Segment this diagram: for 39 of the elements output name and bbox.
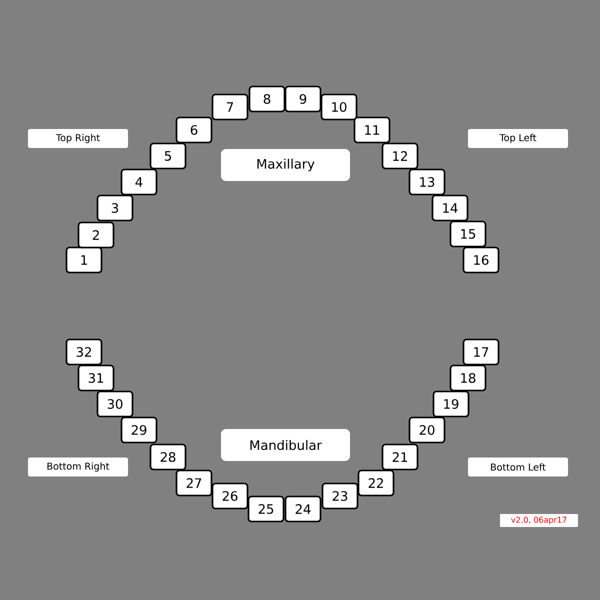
tooth-box: 25 (248, 496, 284, 522)
tooth-box: 28 (150, 444, 186, 470)
tooth-box: 3 (96, 194, 134, 222)
tooth-box: 19 (432, 390, 470, 418)
tooth-box: 18 (450, 364, 486, 392)
version-label: v2.0, 06apr17 (500, 514, 578, 527)
tooth-box: 21 (382, 444, 418, 470)
tooth-box: 2 (78, 222, 114, 248)
quadrant-label-box: Bottom Left (468, 458, 568, 476)
tooth-box: 11 (354, 116, 390, 144)
tooth-box: 1 (66, 246, 102, 274)
tooth-box: 10 (320, 94, 358, 120)
tooth-box: 12 (382, 142, 418, 170)
quadrant-label-box: Top Right (28, 129, 128, 148)
tooth-box: 14 (432, 194, 468, 222)
tooth-box: 13 (408, 168, 446, 196)
tooth-box: 5 (150, 142, 186, 170)
tooth-box: 29 (120, 416, 158, 444)
tooth-box: 27 (176, 470, 212, 496)
tooth-box: 8 (248, 86, 286, 112)
quadrant-label-box: Top Left (468, 129, 568, 148)
tooth-box: 4 (120, 168, 158, 196)
tooth-box: 23 (322, 482, 358, 510)
tooth-box: 30 (96, 390, 134, 418)
quadrant-label-box: Bottom Right (28, 458, 128, 476)
tooth-box: 32 (66, 338, 102, 366)
tooth-box: 20 (408, 416, 446, 444)
tooth-box: 26 (212, 482, 248, 510)
jaw-label-box: Mandibular (221, 429, 350, 461)
tooth-box: 6 (176, 116, 212, 144)
tooth-box: 7 (212, 94, 248, 120)
tooth-box: 31 (78, 364, 114, 392)
tooth-box: 22 (358, 470, 394, 496)
tooth-box: 16 (462, 246, 500, 274)
jaw-label-box: Maxillary (221, 149, 350, 181)
tooth-box: 24 (284, 496, 322, 522)
tooth-box: 15 (450, 220, 486, 248)
tooth-box: 9 (284, 86, 322, 112)
tooth-box: 17 (462, 338, 500, 366)
